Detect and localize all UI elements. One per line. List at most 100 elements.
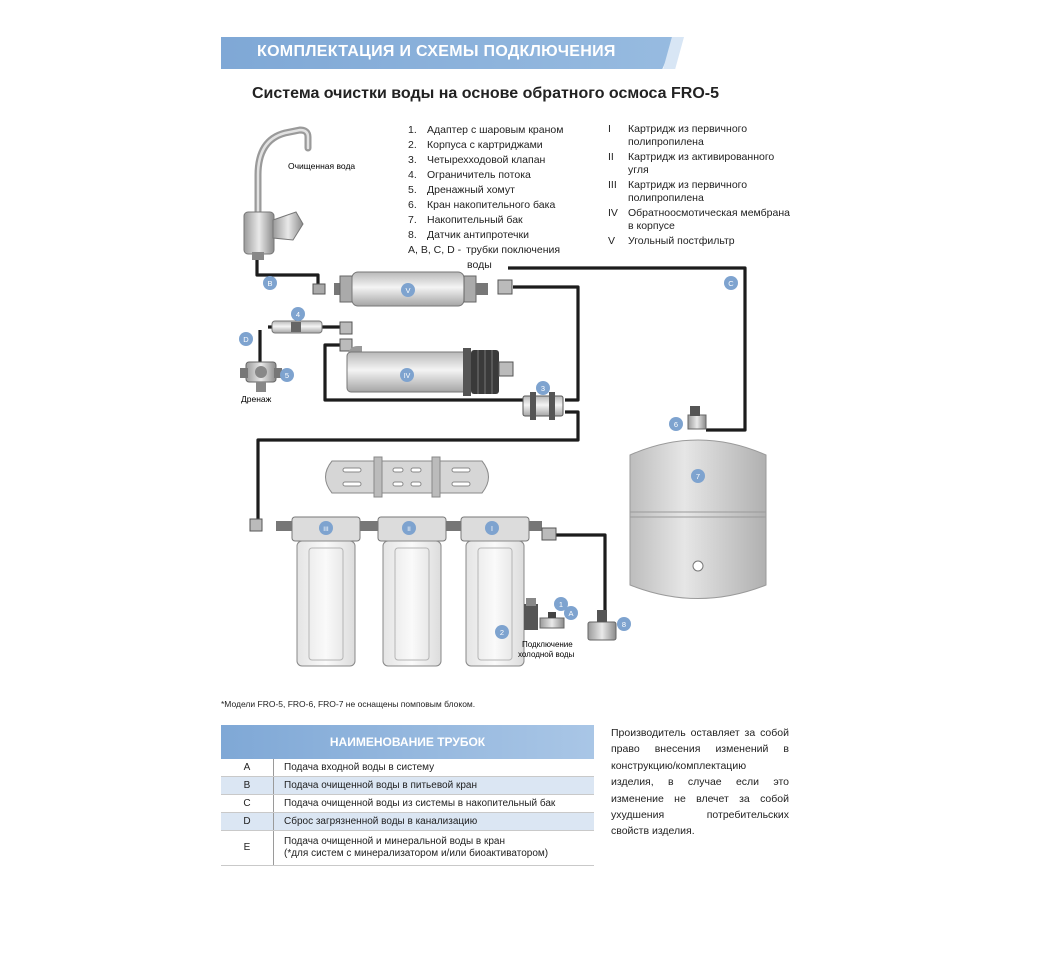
marker-iii	[319, 521, 333, 535]
tube-desc: Подача очищенной воды из системы в накоп…	[284, 798, 556, 809]
table-row: C Подача очищенной воды из системы в нако…	[221, 795, 594, 813]
legend-item-tubes-cont: воды	[408, 258, 563, 273]
tubing	[255, 257, 747, 618]
tube-desc-note: (*для систем с минерализатором и/или био…	[284, 848, 549, 859]
marker-i	[485, 521, 499, 535]
legend-text: Картридж из активированного	[628, 151, 775, 163]
marker-5	[280, 368, 294, 382]
section-banner: КОМПЛЕКТАЦИЯ И СХЕМЫ ПОДКЛЮЧЕНИЯ	[221, 37, 676, 69]
marker-v	[401, 283, 415, 297]
marker-iv-label: IV	[404, 373, 411, 380]
legend-num: II	[608, 151, 614, 163]
legend-text: Обратноосмотическая мембрана	[628, 207, 790, 219]
marker-5-label: 5	[285, 371, 289, 380]
marker-6	[669, 417, 683, 431]
marker-i-label: I	[491, 526, 493, 533]
legend-text: Датчик антипротечки	[427, 229, 529, 241]
section-title: КОМПЛЕКТАЦИЯ И СХЕМЫ ПОДКЛЮЧЕНИЯ	[257, 43, 616, 60]
marker-ii-label: II	[407, 526, 411, 533]
marker-c-label: C	[728, 279, 734, 288]
marker-8	[617, 617, 631, 631]
legend-item-2: 2. Корпуса с картриджами	[408, 138, 563, 153]
legend-num: 5.	[408, 184, 417, 196]
fitting	[312, 283, 326, 295]
marker-d-label: D	[243, 335, 249, 344]
faucet-label: Очищенная вода	[288, 161, 355, 171]
legend-text: Ограничитель потока	[427, 169, 531, 181]
legend-text: угля	[628, 163, 649, 176]
tube-membrane-in	[323, 343, 525, 402]
marker-2-label: 2	[500, 628, 504, 637]
table-title: НАИМЕНОВАНИЕ ТРУБОК	[221, 725, 594, 759]
legend-item-8: 8. Датчик антипротечки	[408, 228, 563, 243]
legend-text: полипропилена	[628, 135, 704, 148]
tube-desc: Сброс загрязненной воды в канализацию	[284, 816, 478, 827]
tube-desc: Подача очищенной воды в питьевой кран	[284, 780, 477, 791]
marker-2	[495, 625, 509, 639]
table-row: B Подача очищенной воды в питьевой кран	[221, 777, 594, 795]
legend-num: I	[608, 123, 611, 135]
legend-item-5: 5. Дренажный хомут	[408, 183, 563, 198]
legend-num: IV	[608, 207, 618, 219]
marker-c	[724, 276, 738, 290]
marker-a-label: A	[568, 609, 573, 618]
legend-item-1: 1.Адаптер с шаровым краном	[408, 123, 563, 138]
legend-text: полипропилена	[628, 191, 704, 204]
legend-num: 1.	[408, 124, 417, 136]
legend-num: A, B, C, D -	[408, 244, 462, 256]
legend-text: Корпуса с картриджами	[427, 139, 543, 151]
legend-num: 8.	[408, 229, 417, 241]
tube-code: C	[221, 795, 274, 812]
legend-text: Накопительный бак	[427, 214, 523, 226]
marker-1	[554, 597, 568, 611]
flow-limiter	[271, 320, 353, 352]
marker-iii-label: III	[323, 526, 329, 533]
tube-code: E	[221, 831, 274, 865]
mounting-bracket	[325, 456, 489, 498]
legend-text: воды	[467, 259, 492, 271]
four-way-valve	[522, 392, 564, 420]
marker-a	[564, 606, 578, 620]
legend-text: Четырехходовой клапан	[427, 154, 546, 166]
legend-text: Кран накопительного бака	[427, 199, 556, 211]
legend-num: 3.	[408, 154, 417, 166]
marker-b	[263, 276, 277, 290]
marker-iv	[400, 368, 414, 382]
table-row: E Подача очищенной и минеральной воды в к…	[221, 831, 594, 866]
marker-6-label: 6	[674, 420, 678, 429]
legend-text: в корпусе	[628, 219, 675, 232]
tube-b	[255, 257, 320, 290]
components-legend: 1.Адаптер с шаровым краном 2. Корпуса с к…	[408, 123, 563, 273]
marker-7-label: 7	[696, 472, 700, 481]
cold-water-label-2: холодной воды	[518, 650, 575, 659]
marker-8-label: 8	[622, 620, 626, 629]
legend-item-4: 4. Ограничитель потока	[408, 168, 563, 183]
marker-d	[239, 332, 253, 346]
tube-code: B	[221, 777, 274, 794]
legend-text: Картридж из первичного	[628, 123, 748, 135]
marker-3	[536, 381, 550, 395]
marker-3-label: 3	[541, 384, 545, 393]
faucet	[243, 126, 312, 260]
tube-desc: Подача входной воды в систему	[284, 762, 435, 773]
legend-num: 2.	[408, 139, 417, 151]
drain-clamp	[240, 361, 282, 392]
tube-c	[508, 266, 747, 432]
legend-item-7: 7.Накопительный бак	[408, 213, 563, 228]
legend-num: 6.	[408, 199, 417, 211]
legend-num: 4.	[408, 169, 417, 181]
marker-ii	[402, 521, 416, 535]
tube-code: D	[221, 813, 274, 830]
legend-text: Дренажный хомут	[427, 184, 515, 196]
membrane-housing	[346, 346, 514, 396]
tee-fitting	[497, 279, 513, 295]
tube-desc: Подача очищенной и минеральной воды в кр…	[284, 836, 506, 847]
legend-num: V	[608, 235, 616, 247]
